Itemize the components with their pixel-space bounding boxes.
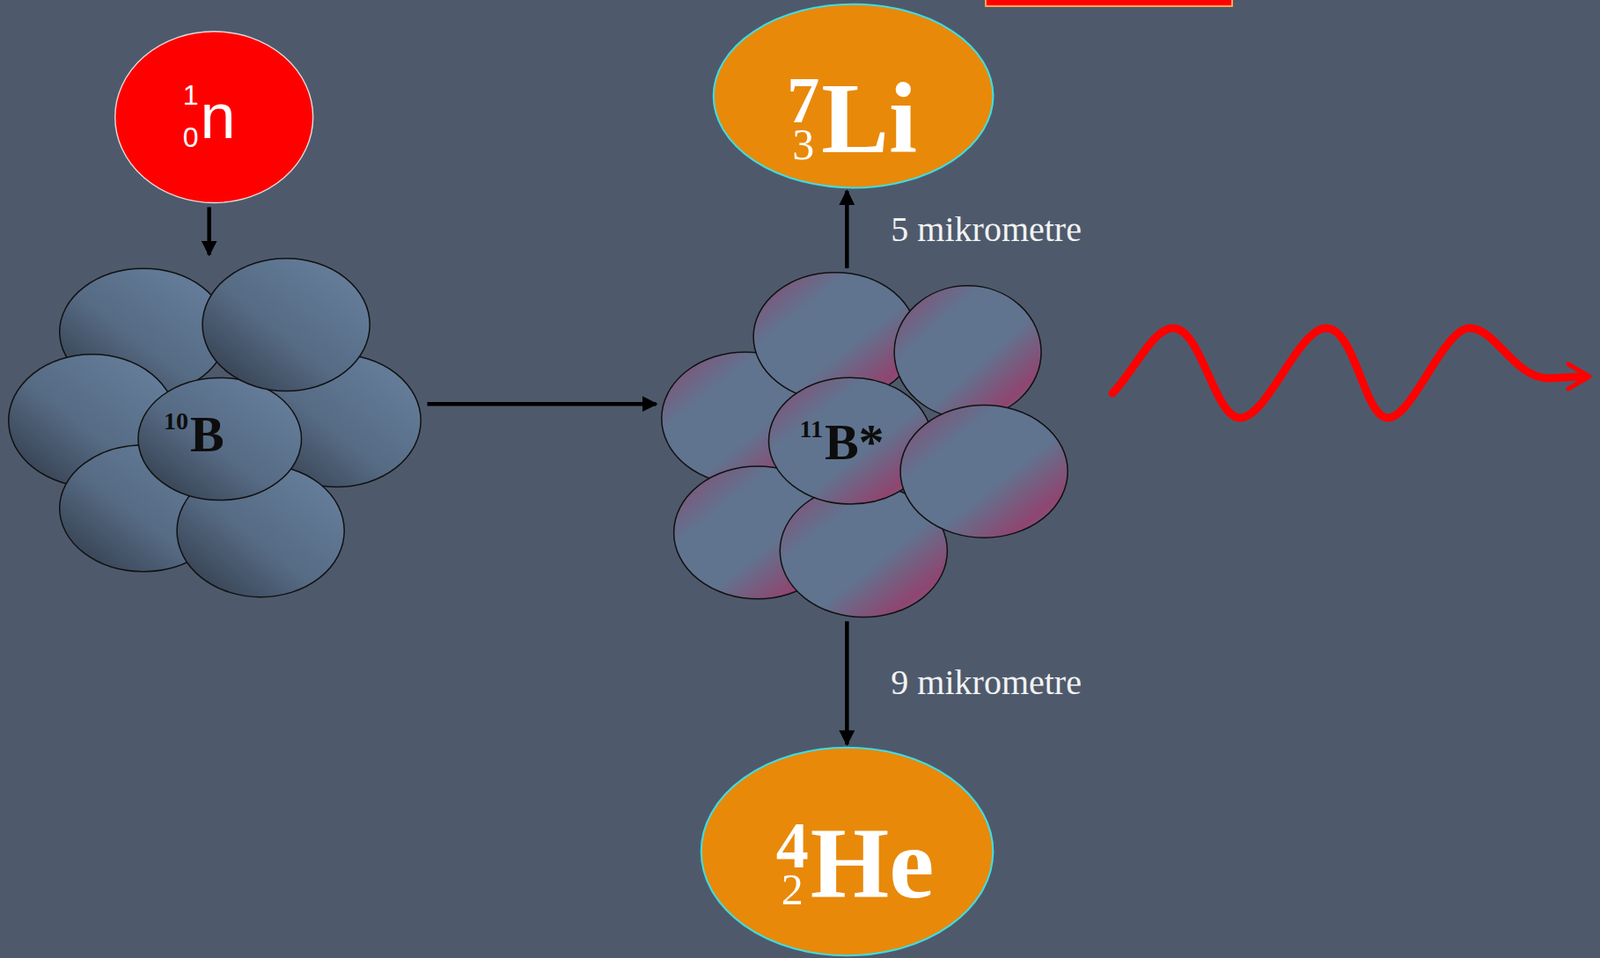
nucleon-ball (138, 377, 302, 500)
nuclide-symbol: 10B (163, 409, 225, 461)
element-symbol: n (200, 84, 236, 148)
nucleon-ball (202, 257, 370, 391)
helium-4-nucleus: 42He (699, 746, 995, 958)
reaction-arrow (426, 402, 656, 407)
gamma-wave (1112, 328, 1583, 419)
atomic-number: 3 (792, 122, 815, 167)
mass-number: 11 (799, 417, 823, 442)
neutron: 10n (113, 29, 315, 205)
mass-number: 10 (163, 409, 189, 434)
title-bar-fragment (985, 0, 1233, 7)
nuclide-symbol: 42He (776, 812, 935, 914)
element-symbol: B* (824, 417, 885, 469)
range-label: 9 mikrometre (890, 663, 1082, 703)
nuclide-numbers: 11 (799, 417, 823, 442)
nuclide-symbol: 73Li (786, 67, 918, 169)
range-label: 5 mikrometre (890, 210, 1082, 250)
atomic-number: 2 (781, 866, 804, 911)
element-symbol: Li (821, 67, 918, 169)
nucleus-ellipse (701, 748, 994, 957)
element-symbol: He (810, 812, 935, 914)
reaction-arrow (844, 190, 850, 269)
gamma-arrowhead (1568, 364, 1590, 389)
lithium-7-nucleus: 73Li (711, 2, 995, 190)
nuclide-numbers: 10 (183, 80, 199, 152)
nuclide-symbol: 10n (183, 80, 236, 152)
mass-number: 1 (183, 80, 199, 110)
boron-10-nucleus: 10B (7, 256, 423, 599)
reaction-arrow (206, 206, 212, 255)
reaction-arrow (844, 621, 850, 745)
boron-11-excited-nucleus: 11B* (660, 271, 1070, 619)
nuclide-symbol: 11B* (799, 417, 884, 469)
nuclide-numbers: 42 (776, 812, 809, 911)
nuclide-numbers: 73 (786, 67, 820, 167)
nucleon-ball (900, 404, 1068, 538)
atomic-number: 0 (183, 123, 199, 152)
nucleus-ellipse (115, 31, 314, 204)
nucleon-ball (894, 286, 1042, 419)
nucleus-ellipse (712, 4, 993, 189)
nuclide-numbers: 10 (163, 409, 189, 434)
element-symbol: B (190, 409, 225, 461)
